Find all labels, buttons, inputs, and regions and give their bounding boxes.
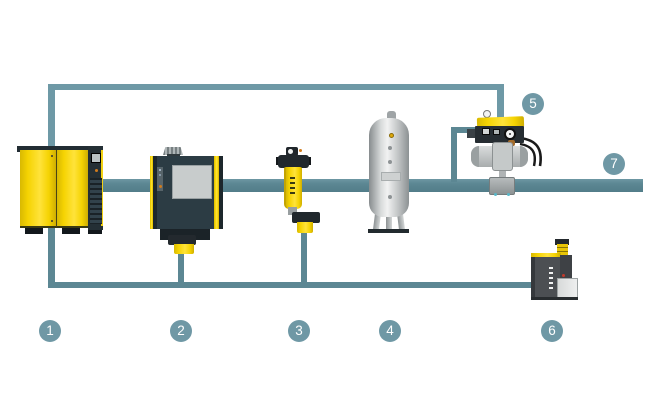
tank-fitting-icon <box>388 195 392 199</box>
condensate-drain-head <box>168 235 196 245</box>
tank-leg <box>386 212 392 231</box>
inlet-port <box>467 129 477 138</box>
cabinet-vent-icon <box>90 178 102 224</box>
controller-display-icon <box>91 153 101 163</box>
dryer-base <box>160 229 210 240</box>
filter-head-lug <box>307 157 311 165</box>
badge-separator: 6 <box>541 320 563 342</box>
dryer-right-rail <box>214 156 219 229</box>
pipe-bypass-left-drop <box>48 84 55 150</box>
status-led-icon <box>95 169 98 172</box>
pipe-bypass-right-drop <box>497 84 504 120</box>
indicator-led-icon <box>159 169 161 171</box>
separator-base-line <box>531 297 578 300</box>
compressor-door-left <box>20 150 56 228</box>
pipe-condensate-line <box>48 282 533 288</box>
screw-icon <box>51 220 53 222</box>
pipe-condensate-drop-filter <box>301 230 307 285</box>
tank-fitting-icon <box>388 160 392 164</box>
screw-icon <box>51 155 53 157</box>
pipe-branch-horizontal <box>451 127 478 133</box>
tank-top-fitting <box>387 111 396 120</box>
dryer-right-edge <box>219 156 223 229</box>
valve-port-icon <box>494 193 497 196</box>
pipe-bypass-top <box>48 84 504 90</box>
collection-container <box>557 278 578 299</box>
compressor-unit <box>17 146 103 234</box>
actuator-yoke <box>492 142 513 171</box>
tank-fitting-icon <box>388 146 392 150</box>
condensate-drain-head <box>292 212 320 223</box>
badge-dryer: 2 <box>170 320 192 342</box>
badge-compressor: 1 <box>39 320 61 342</box>
dryer-left-rail <box>150 156 153 229</box>
tank-nameplate <box>381 172 401 181</box>
tank-base-line <box>368 229 409 233</box>
controller-display-icon <box>482 128 490 135</box>
dryer-front-panel <box>172 165 212 199</box>
tank-fitting-icon <box>389 133 394 138</box>
dryer-left-edge <box>153 156 157 229</box>
pipe-condensate-drop-dryer <box>178 248 184 285</box>
pipe-condensate-drop-compressor <box>48 225 55 285</box>
filter-head <box>278 155 309 168</box>
condensate-drain-icon <box>174 244 194 254</box>
indicator-led-icon <box>159 185 162 188</box>
indicator-led-icon <box>299 149 302 152</box>
badge-air-receiver: 4 <box>379 320 401 342</box>
compressor-side-trim <box>101 150 103 226</box>
badge-distribution-line: 7 <box>603 153 625 175</box>
maintenance-indicator-icon <box>288 149 293 154</box>
compressor-door-right <box>56 150 88 228</box>
filter-bowl-markings <box>290 177 295 196</box>
valve-port-icon <box>507 193 510 196</box>
separator-lid <box>531 253 561 257</box>
gauge-needle-hub <box>509 133 511 135</box>
badge-filter: 3 <box>288 320 310 342</box>
air-receiver-unit <box>366 110 410 234</box>
separator-inlet-riser <box>557 244 568 255</box>
dryer-control-strip <box>157 167 163 191</box>
oil-water-separator-unit <box>529 239 581 301</box>
pipe-branch-vertical <box>451 130 457 182</box>
filter-stem <box>288 207 297 215</box>
filter-unit <box>276 145 322 235</box>
condensate-drain-icon <box>297 222 313 233</box>
valve-body <box>489 177 515 195</box>
compressor-foot <box>88 227 102 234</box>
compressor-top-panel <box>17 146 103 152</box>
badge-charging-system: 5 <box>522 93 544 115</box>
fan-vent-icon <box>163 147 183 155</box>
separator-tank <box>531 257 561 299</box>
sight-gauge-icon <box>549 267 553 291</box>
test-valve-icon <box>562 274 565 277</box>
air-main-charging-unit <box>466 108 550 198</box>
refrigeration-dryer-unit <box>148 146 224 256</box>
compressor-foot <box>25 227 43 234</box>
separator-inlet-cap <box>555 239 569 245</box>
indicator-led-icon <box>159 174 161 176</box>
compressor-foot <box>62 227 80 234</box>
actuator-end-cap <box>471 146 479 167</box>
controller-display-icon <box>493 129 500 135</box>
fan-base <box>167 154 180 157</box>
actuator-end-cap <box>520 146 528 167</box>
